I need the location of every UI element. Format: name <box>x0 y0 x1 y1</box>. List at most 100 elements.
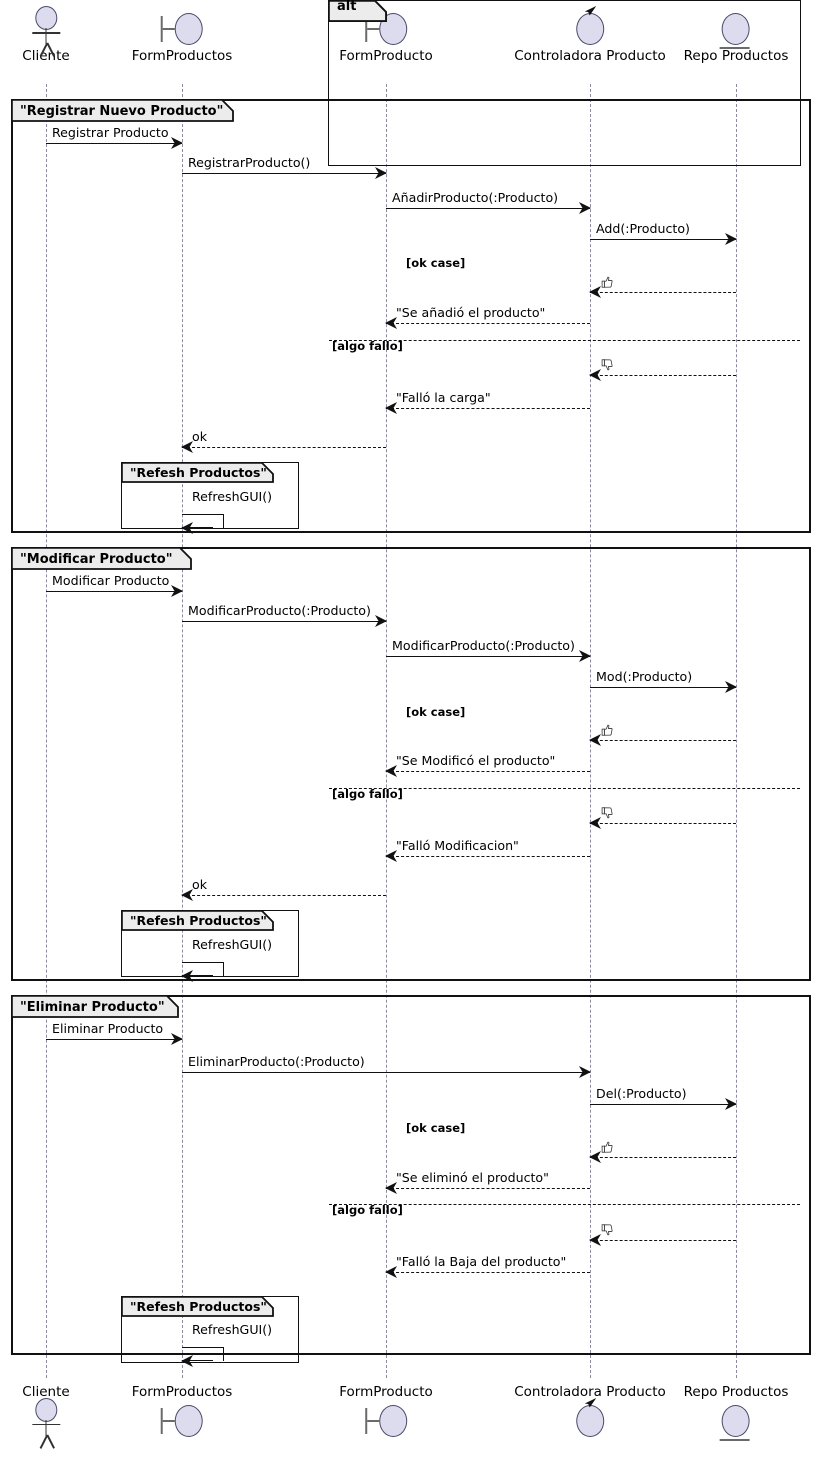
actor-icon <box>26 6 66 57</box>
participant-formproductos: FormProductos <box>132 8 232 64</box>
fragment-eliminar <box>11 995 811 1355</box>
message-line <box>590 823 736 824</box>
entity-icon <box>719 13 750 49</box>
lifeline-formproducto <box>386 84 387 1378</box>
message-line <box>386 408 590 409</box>
arrowhead-right <box>725 233 737 245</box>
arrowhead-left <box>181 441 193 453</box>
message-label: "Se eliminó el producto" <box>396 1170 549 1185</box>
fragment-label-modificar <box>11 547 193 571</box>
message-line <box>386 323 590 324</box>
participant-label: FormProductos <box>131 1384 233 1400</box>
message-label: RegistrarProducto() <box>188 155 311 170</box>
message-line <box>182 895 386 896</box>
lifeline-controladora <box>590 84 591 1378</box>
alt-guard-ok: [ok case] <box>406 1121 466 1135</box>
nested-fragment-label-registrar-text: "Refesh Productos" <box>130 464 267 480</box>
arrowhead-left <box>385 1266 397 1278</box>
message-label: Add(:Producto) <box>596 221 690 236</box>
thumbs-up-icon <box>600 275 614 292</box>
fragment-modificar <box>11 547 811 981</box>
arrowhead-right <box>171 137 183 149</box>
self-message-arrowhead <box>181 1355 193 1367</box>
participant-label: Cliente <box>22 1384 70 1400</box>
message-label: Modificar Producto <box>52 573 170 588</box>
arrowhead-left <box>589 734 601 746</box>
message-line <box>590 239 736 240</box>
message-label: "Se añadió el producto" <box>396 305 546 320</box>
thumbs-down-icon <box>600 1223 614 1240</box>
nested-fragment-label-eliminar <box>121 1296 275 1318</box>
arrowhead-left <box>385 850 397 862</box>
arrowhead-right <box>579 202 591 214</box>
fragment-label-modificar-text: "Modificar Producto" <box>20 551 173 567</box>
message-line <box>386 208 590 209</box>
message-line <box>386 1188 590 1189</box>
arrowhead-left <box>181 889 193 901</box>
self-message-eliminar <box>182 1347 224 1361</box>
participant-label: Controladora Producto <box>514 48 666 64</box>
message-line <box>590 1240 736 1241</box>
arrowhead-left <box>385 317 397 329</box>
fragment-label-registrar <box>11 99 235 123</box>
arrowhead-right <box>375 167 387 179</box>
participant-cliente: Cliente <box>22 6 70 64</box>
message-label: "Falló Modificacion" <box>396 838 519 853</box>
message-line <box>590 1157 736 1158</box>
participant-controladora-footer: Controladora Producto <box>514 1385 666 1442</box>
message-line <box>182 1072 590 1073</box>
participant-label: Repo Productos <box>683 48 789 64</box>
participant-controladora: Controladora Producto <box>514 6 666 64</box>
participant-label: FormProducto <box>339 1384 433 1400</box>
fragment-registrar <box>11 99 811 533</box>
message-label: ModificarProducto(:Producto) <box>392 638 575 653</box>
participant-label: Cliente <box>22 48 70 64</box>
alt-guard-fail: [algo fallo] <box>332 787 403 801</box>
arrowhead-right <box>579 650 591 662</box>
alt-block-eliminar <box>328 0 801 166</box>
thumbs-down-icon <box>600 806 614 823</box>
self-message-registrar <box>182 514 224 528</box>
message-line <box>386 656 590 657</box>
thumbs-up-icon <box>600 723 614 740</box>
arrowhead-left <box>589 817 601 829</box>
nested-fragment-label-registrar <box>121 462 275 484</box>
alt-operator-eliminar <box>328 0 388 23</box>
self-message-label: RefreshGUI() <box>192 1322 273 1337</box>
message-label: Eliminar Producto <box>52 1021 164 1036</box>
message-line <box>590 1104 736 1105</box>
message-line <box>590 687 736 688</box>
self-message-label: RefreshGUI() <box>192 489 273 504</box>
arrowhead-left <box>589 1151 601 1163</box>
participant-label: Repo Productos <box>683 1384 789 1400</box>
boundary-icon <box>365 1404 407 1437</box>
message-line <box>182 447 386 448</box>
participant-cliente-footer: Cliente <box>22 1384 70 1449</box>
fragment-label-registrar-text: "Registrar Nuevo Producto" <box>20 103 224 119</box>
message-line <box>182 621 386 622</box>
arrowhead-right <box>579 1066 591 1078</box>
boundary-icon <box>161 1404 203 1437</box>
participant-repo-footer: Repo Productos <box>683 1384 789 1442</box>
thumbs-up-icon <box>600 1140 614 1157</box>
alt-divider <box>329 340 800 341</box>
message-line <box>590 292 736 293</box>
nested-fragment-label-eliminar-text: "Refesh Productos" <box>130 1298 267 1314</box>
message-label: "Se Modificó el producto" <box>396 753 556 768</box>
message-line <box>386 1272 590 1273</box>
arrowhead-right <box>725 1098 737 1110</box>
control-icon <box>575 1397 604 1437</box>
arrowhead-right <box>171 585 183 597</box>
arrowhead-left <box>385 1182 397 1194</box>
message-label: Mod(:Producto) <box>596 669 693 684</box>
message-line <box>182 173 386 174</box>
arrowhead-right <box>725 681 737 693</box>
arrowhead-left <box>589 286 601 298</box>
message-label: ok <box>192 877 207 892</box>
message-label: AñadirProducto(:Producto) <box>392 190 559 205</box>
message-label: "Falló la Baja del producto" <box>396 1254 567 1269</box>
lifeline-formproductos <box>182 84 183 1378</box>
message-line <box>46 1039 182 1040</box>
message-line <box>590 375 736 376</box>
alt-operator-eliminar-text: alt <box>337 0 357 14</box>
